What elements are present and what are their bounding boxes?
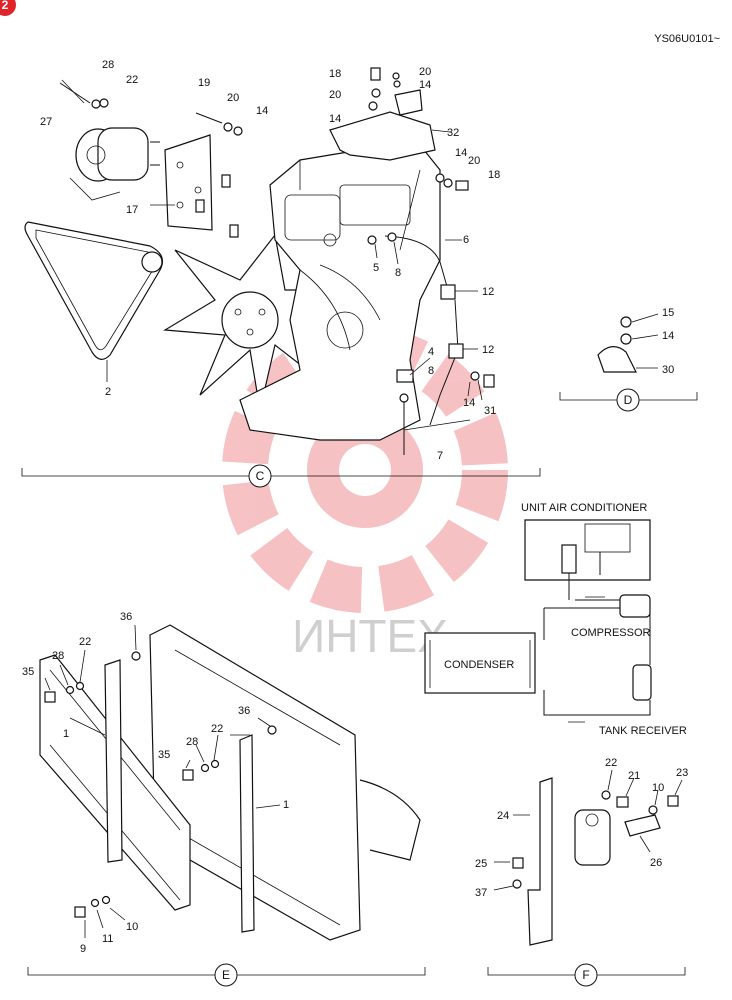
section-d-label: D [624, 393, 633, 407]
callout-12: 12 [482, 286, 494, 298]
receiver-drawing [574, 809, 611, 866]
callout-22: 22 [605, 757, 617, 769]
callout-37: 37 [475, 887, 487, 899]
callout-8: 8 [428, 365, 434, 377]
section-c-label: C [256, 469, 265, 483]
callout-15: 15 [662, 307, 674, 319]
callout-10: 10 [652, 782, 664, 794]
callout-22: 22 [211, 723, 223, 735]
callout-32: 32 [447, 127, 459, 139]
callout-14: 14 [463, 397, 475, 409]
section-f-label: F [582, 968, 589, 982]
callout-1: 1 [63, 728, 69, 740]
condenser-symbol [424, 632, 536, 694]
callout-23: 23 [676, 767, 688, 779]
callout-5: 5 [373, 262, 379, 274]
callout-18: 18 [329, 68, 341, 80]
callout-7: 7 [437, 450, 443, 462]
callout-28: 28 [52, 650, 64, 662]
callout-26: 26 [650, 857, 662, 869]
callout-36: 36 [120, 611, 132, 623]
callout-12: 12 [482, 344, 494, 356]
label-unit-air-conditioner: UNIT AIR CONDITIONER [521, 502, 647, 514]
hose-7-drawing [429, 299, 459, 426]
bracket-32-drawing [329, 111, 436, 161]
callout-14: 14 [455, 147, 467, 159]
callout-28: 28 [186, 736, 198, 748]
callout-14: 14 [662, 330, 674, 342]
bracket-26-drawing [624, 814, 661, 837]
bracket-17-drawing [164, 134, 213, 231]
callout-1: 1 [283, 799, 289, 811]
section-e-assembly: 36 35 28 22 1 36 22 28 35 1 9 11 10 E [22, 611, 426, 987]
label-condenser: CONDENSER [444, 659, 514, 671]
callout-35: 35 [22, 666, 34, 678]
clamp-30-drawing [597, 346, 637, 373]
callout-20: 20 [329, 89, 341, 101]
callout-21: 21 [628, 770, 640, 782]
bracket-1b-drawing [239, 734, 255, 933]
watermark-text: ИНТЕХ [292, 610, 448, 662]
callout-27: 27 [40, 116, 52, 128]
callout-30: 30 [662, 364, 674, 376]
callout-28: 28 [102, 59, 114, 71]
document-code: YS06U0101~ [654, 33, 720, 45]
callout-8: 8 [395, 267, 401, 279]
callout-17: 17 [126, 204, 138, 216]
callout-35: 35 [158, 749, 170, 761]
callout-10: 10 [126, 921, 138, 933]
bracket-24-drawing [527, 777, 553, 946]
v-belt-drawing [24, 221, 163, 360]
callout-22: 22 [126, 74, 138, 86]
callout-20: 20 [419, 66, 431, 78]
tank-receiver-symbol [632, 664, 652, 701]
compressor-drawing [75, 127, 160, 182]
callout-31: 31 [484, 405, 496, 417]
callout-20: 20 [468, 155, 480, 167]
callout-14: 14 [329, 113, 341, 125]
compressor-symbol [619, 594, 651, 618]
section-d-assembly: 15 14 30 D [559, 307, 698, 412]
callout-6: 6 [463, 234, 469, 246]
callout-18: 18 [488, 169, 500, 181]
callout-25: 25 [475, 858, 487, 870]
callout-14: 14 [256, 105, 268, 117]
bracket-1a-drawing [104, 659, 123, 863]
section-e-label: E [222, 968, 230, 982]
callout-22: 22 [79, 636, 91, 648]
page-badge: 2 [0, 0, 16, 16]
ac-schematic: UNIT AIR CONDITIONER COMPRESSOR CONDENSE… [424, 502, 687, 737]
section-f-assembly: 22 21 10 23 24 26 25 37 F [475, 757, 688, 987]
callout-11: 11 [102, 933, 113, 945]
callout-19: 19 [198, 77, 210, 89]
callout-14: 14 [419, 79, 431, 91]
callout-20: 20 [227, 92, 239, 104]
section-c-assembly: 28 22 27 19 20 14 18 20 14 20 14 32 14 2… [21, 59, 541, 488]
watermark-gear [222, 327, 508, 613]
callout-4: 4 [428, 346, 434, 358]
callout-36: 36 [238, 705, 250, 717]
callout-9: 9 [80, 943, 86, 955]
label-tank-receiver: TANK RECEIVER [599, 725, 687, 737]
callout-24: 24 [497, 810, 509, 822]
callout-2: 2 [105, 386, 111, 398]
label-compressor: COMPRESSOR [571, 627, 651, 639]
